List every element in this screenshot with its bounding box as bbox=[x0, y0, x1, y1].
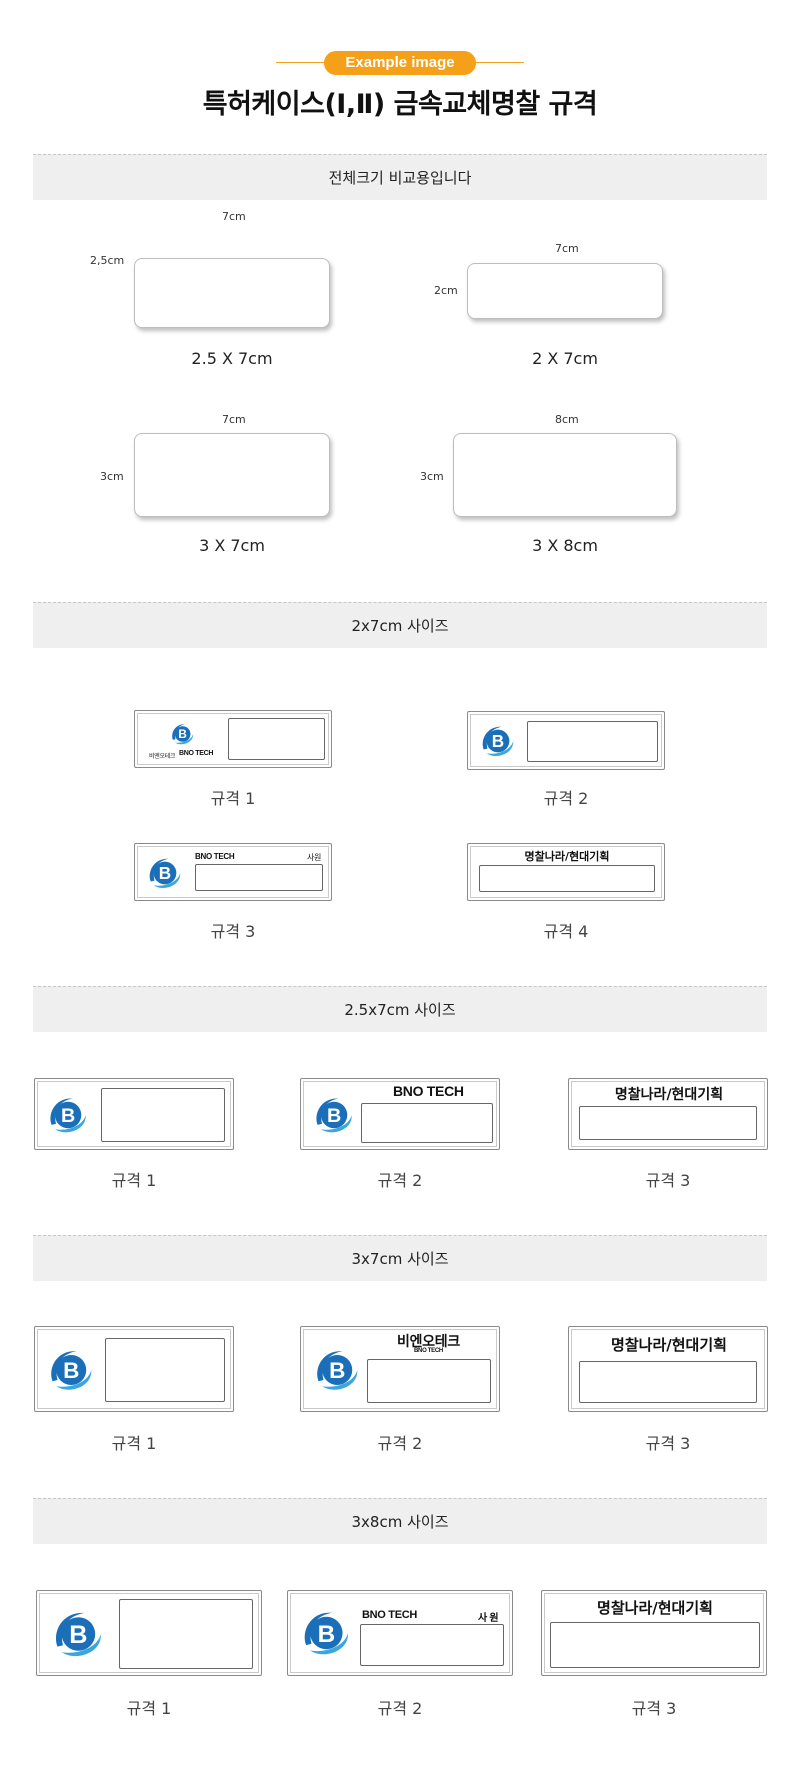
bno-logo-icon bbox=[311, 1345, 361, 1395]
section-band-3x7: 3x7cm 사이즈 bbox=[33, 1235, 767, 1281]
width-label: 7cm bbox=[222, 210, 246, 223]
bno-logo-icon bbox=[145, 854, 183, 892]
name-window bbox=[579, 1361, 757, 1403]
width-label: 8cm bbox=[555, 413, 579, 426]
bno-logo-icon bbox=[45, 1093, 89, 1137]
spec-caption: 규격 4 bbox=[543, 922, 589, 941]
badge-line-left bbox=[276, 62, 326, 63]
spec-caption: 규격 3 bbox=[631, 1699, 677, 1718]
plate-2.5x7-spec3: 명찰나라/현대기획 bbox=[568, 1078, 768, 1150]
page-title: 특허케이스(Ⅰ,Ⅱ) 금속교체명찰 규격 bbox=[202, 89, 598, 120]
name-window bbox=[367, 1359, 491, 1403]
plate-3x7-spec3: 명찰나라/현대기획 bbox=[568, 1326, 768, 1412]
size-caption: 2.5 X 7cm bbox=[191, 349, 273, 368]
name-window bbox=[479, 865, 655, 892]
plate-3x8-spec2: BNO TECH 사 원 bbox=[287, 1590, 513, 1676]
height-label: 3cm bbox=[100, 470, 124, 483]
spec-caption: 규격 3 bbox=[645, 1434, 691, 1453]
section-band-2.5x7: 2.5x7cm 사이즈 bbox=[33, 986, 767, 1032]
name-window bbox=[105, 1338, 225, 1402]
width-label: 7cm bbox=[222, 413, 246, 426]
plate-3x8-spec3: 명찰나라/현대기획 bbox=[541, 1590, 767, 1676]
bno-logo-icon bbox=[311, 1093, 355, 1137]
size-caption: 3 X 7cm bbox=[199, 536, 265, 555]
height-label: 2cm bbox=[434, 284, 458, 297]
spec-caption: 규격 2 bbox=[377, 1171, 423, 1190]
name-window bbox=[550, 1622, 760, 1668]
brand-english: BNO TECH bbox=[393, 1083, 464, 1099]
plate-2x7-spec1: 비엔오테크 BNO TECH bbox=[134, 710, 332, 768]
name-window bbox=[101, 1088, 225, 1142]
plate-text: 명찰나라/현대기획 bbox=[611, 1336, 727, 1354]
height-label: 3cm bbox=[420, 470, 444, 483]
name-window bbox=[579, 1106, 757, 1140]
size-caption: 2 X 7cm bbox=[532, 349, 598, 368]
name-window bbox=[119, 1599, 253, 1669]
brand-english: BNO TECH bbox=[179, 750, 214, 757]
brand-english: BNO TECH bbox=[195, 852, 235, 861]
spec-caption: 규격 1 bbox=[111, 1171, 157, 1190]
spec-caption: 규격 1 bbox=[210, 789, 256, 808]
spec-caption: 규격 2 bbox=[543, 789, 589, 808]
brand-korean: 비엔오테크 bbox=[149, 754, 176, 760]
plate-2x7-spec4: 명찰나라/현대기획 bbox=[467, 843, 665, 901]
example-badge: Example image bbox=[324, 51, 476, 75]
spec-caption: 규격 1 bbox=[111, 1434, 157, 1453]
spec-caption: 규격 2 bbox=[377, 1699, 423, 1718]
role-label: 사원 bbox=[307, 853, 322, 862]
spec-caption: 규격 3 bbox=[210, 922, 256, 941]
bno-logo-icon bbox=[478, 722, 516, 760]
size-box-3x7 bbox=[134, 433, 330, 517]
brand-english: BNO TECH bbox=[362, 1609, 418, 1621]
spec-caption: 규격 3 bbox=[645, 1171, 691, 1190]
spec-caption: 규격 2 bbox=[377, 1434, 423, 1453]
name-window bbox=[361, 1103, 493, 1143]
role-label: 사 원 bbox=[478, 1613, 499, 1624]
name-window bbox=[228, 718, 325, 760]
section-band-compare: 전체크기 비교용입니다 bbox=[33, 154, 767, 200]
spec-caption: 규격 1 bbox=[126, 1699, 172, 1718]
plate-3x7-spec1 bbox=[34, 1326, 234, 1412]
brand-english: BNO TECH bbox=[414, 1348, 443, 1354]
height-label: 2,5cm bbox=[90, 254, 125, 267]
section-band-3x8: 3x8cm 사이즈 bbox=[33, 1498, 767, 1544]
badge-line-right bbox=[474, 62, 524, 63]
name-window bbox=[360, 1624, 504, 1666]
plate-2x7-spec3: BNO TECH 사원 bbox=[134, 843, 332, 901]
section-band-2x7: 2x7cm 사이즈 bbox=[33, 602, 767, 648]
plate-text: 명찰나라/현대기획 bbox=[524, 850, 610, 863]
plate-3x8-spec1 bbox=[36, 1590, 262, 1676]
size-box-2x7 bbox=[467, 263, 663, 319]
bno-logo-icon bbox=[169, 721, 195, 747]
bno-logo-icon bbox=[49, 1606, 105, 1662]
size-box-3x8 bbox=[453, 433, 677, 517]
plate-text: 명찰나라/현대기획 bbox=[614, 1087, 724, 1103]
plate-text: 명찰나라/현대기획 bbox=[597, 1599, 713, 1617]
plate-3x7-spec2: 비엔오테크 BNO TECH bbox=[300, 1326, 500, 1412]
plate-2.5x7-spec1 bbox=[34, 1078, 234, 1150]
brand-korean: 비엔오테크 bbox=[397, 1333, 460, 1349]
bno-logo-icon bbox=[298, 1606, 352, 1660]
name-window bbox=[527, 721, 658, 762]
width-label: 7cm bbox=[555, 242, 579, 255]
plate-2x7-spec2 bbox=[467, 711, 665, 770]
size-caption: 3 X 8cm bbox=[532, 536, 598, 555]
size-box-2.5x7 bbox=[134, 258, 330, 328]
bno-logo-icon bbox=[45, 1345, 95, 1395]
plate-2.5x7-spec2: BNO TECH bbox=[300, 1078, 500, 1150]
name-window bbox=[195, 864, 323, 891]
